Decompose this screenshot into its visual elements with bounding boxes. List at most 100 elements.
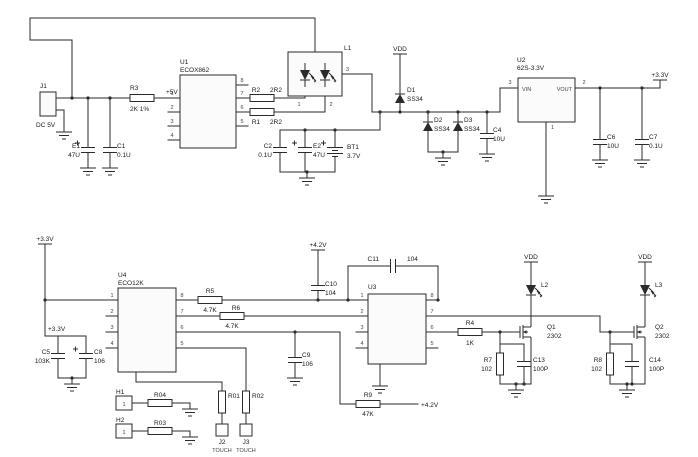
j2-ref: J2 xyxy=(219,439,226,446)
ground-icon xyxy=(633,153,651,168)
u4-pin-3: 3 xyxy=(110,325,113,331)
power-bar-icon xyxy=(652,79,668,89)
u1-pin-7: 7 xyxy=(240,91,243,97)
capacitor-icon xyxy=(380,258,406,274)
u1-ref: U1 xyxy=(180,59,189,66)
u2-pin-2: 2 xyxy=(582,80,585,86)
power-bar-icon xyxy=(310,249,326,259)
capacitor-icon xyxy=(310,275,326,301)
c14-value: 100P xyxy=(649,366,664,373)
ground-icon xyxy=(434,151,452,166)
resistor-icon xyxy=(137,399,183,407)
net-label-5v: +5V xyxy=(166,89,178,96)
c1-ref: C1 xyxy=(117,143,126,150)
capacitor-icon xyxy=(634,129,650,155)
v33-label: +3.3V xyxy=(36,236,54,243)
r7-value: 102 xyxy=(481,366,492,373)
ground-icon xyxy=(591,153,609,168)
resistor-icon xyxy=(239,108,285,116)
resistor-icon xyxy=(242,381,250,423)
r5-ref: R5 xyxy=(206,288,215,295)
u2-pin-vin: VIN xyxy=(522,87,531,93)
d1-value: SS34 xyxy=(407,96,423,103)
power-flag-3v3-out: +3.3V xyxy=(651,72,669,89)
diode-d1: D1 SS34 xyxy=(394,83,423,113)
resistor-icon xyxy=(137,427,183,435)
u1-pin-6: 6 xyxy=(240,105,243,111)
r2-ref: R2 xyxy=(252,87,261,94)
connector-h2: H2 1 xyxy=(115,417,133,439)
u4-pin-4: 4 xyxy=(110,341,113,347)
diode-d3: D3 SS34 xyxy=(452,111,480,141)
polar-capacitor-icon xyxy=(73,344,93,368)
capacitor-e1: E1 47U xyxy=(68,138,95,162)
c7-ref: C7 xyxy=(649,134,658,141)
c6-ref: C6 xyxy=(607,134,616,141)
diode-icon xyxy=(422,111,434,141)
resistor-icon xyxy=(447,328,493,336)
c2-value: 0.1U xyxy=(258,152,272,159)
connector-j1: J1 DC 5V xyxy=(36,83,57,129)
j1-value: DC 5V xyxy=(36,122,56,129)
u4-pin-5: 5 xyxy=(180,341,183,347)
resistor-r6: R6 4.7K xyxy=(209,305,255,330)
h1-body xyxy=(115,395,133,411)
capacitor-c8: C8 106 xyxy=(73,344,105,368)
ground-icon xyxy=(181,402,199,417)
resistor-r5: R5 4.7K xyxy=(187,288,233,314)
u4-body xyxy=(117,287,177,373)
regulator-u2: U2 62S-3.3V VIN VOUT 3 2 1 xyxy=(508,57,585,131)
u1-pin-1: 1 xyxy=(170,91,173,97)
c9-value: 106 xyxy=(302,361,313,368)
ground-icon xyxy=(63,377,81,392)
ground-icon xyxy=(507,383,525,398)
ground-icon xyxy=(286,371,304,386)
u4-value: ECO12K xyxy=(118,280,144,287)
r2-value: 2R2 xyxy=(270,87,282,94)
capacitor-icon xyxy=(624,351,640,377)
u4-pin-7: 7 xyxy=(180,309,183,315)
ic-u1: U1 ECOX862 1 2 3 4 8 7 6 5 xyxy=(170,59,244,149)
q1-value: 2302 xyxy=(547,333,562,340)
capacitor-c13: C13 100P xyxy=(516,351,548,377)
q1-ref: Q1 xyxy=(547,324,556,331)
resistor-icon xyxy=(239,94,285,102)
vdd-label: VDD xyxy=(524,254,538,261)
r6-ref: R6 xyxy=(232,305,241,312)
resistor-r9: R9 47K xyxy=(345,392,391,418)
power-bar-icon xyxy=(523,261,539,271)
resistor-r2: R2 2R2 xyxy=(239,87,285,102)
l1-pin-1: 1 xyxy=(297,102,300,108)
c14-ref: C14 xyxy=(649,357,661,364)
h2-body xyxy=(115,423,133,439)
e1-value: 47U xyxy=(68,152,80,159)
c5-value: 103K xyxy=(35,358,51,365)
u1-pin-2: 2 xyxy=(170,105,173,111)
r02-ref: R02 xyxy=(252,393,264,400)
c10-ref: C10 xyxy=(325,281,337,288)
led-l2: L2 xyxy=(525,277,549,303)
j3-pad xyxy=(239,423,253,437)
u4-pin-8: 8 xyxy=(180,293,183,299)
capacitor-c10: C10 104 xyxy=(310,275,337,301)
net-label-3v3: +3.3V xyxy=(48,326,66,333)
mosfet-icon xyxy=(624,319,646,345)
q2-ref: Q2 xyxy=(655,324,664,331)
power-bar-icon xyxy=(637,261,653,271)
capacitor-c9: C9 106 xyxy=(287,347,313,373)
power-flag-4v2: +4.2V xyxy=(309,242,327,259)
mosfet-q1: Q1 2302 xyxy=(510,319,562,345)
capacitor-c14: C14 100P xyxy=(624,351,664,377)
mosfet-q2: Q2 2302 xyxy=(624,319,670,345)
h1-pin-1: 1 xyxy=(122,402,125,408)
ground-icon xyxy=(298,171,316,186)
u1-body xyxy=(179,74,237,149)
power-bar-icon xyxy=(392,53,408,63)
u1-value: ECOX862 xyxy=(180,67,210,74)
d3-ref: D3 xyxy=(464,117,473,124)
r4-value: 1K xyxy=(466,340,475,347)
e2-ref: E2 xyxy=(313,143,321,150)
ground-icon xyxy=(478,147,496,162)
power-bar-icon xyxy=(37,243,53,253)
u4-pin-2: 2 xyxy=(110,309,113,315)
